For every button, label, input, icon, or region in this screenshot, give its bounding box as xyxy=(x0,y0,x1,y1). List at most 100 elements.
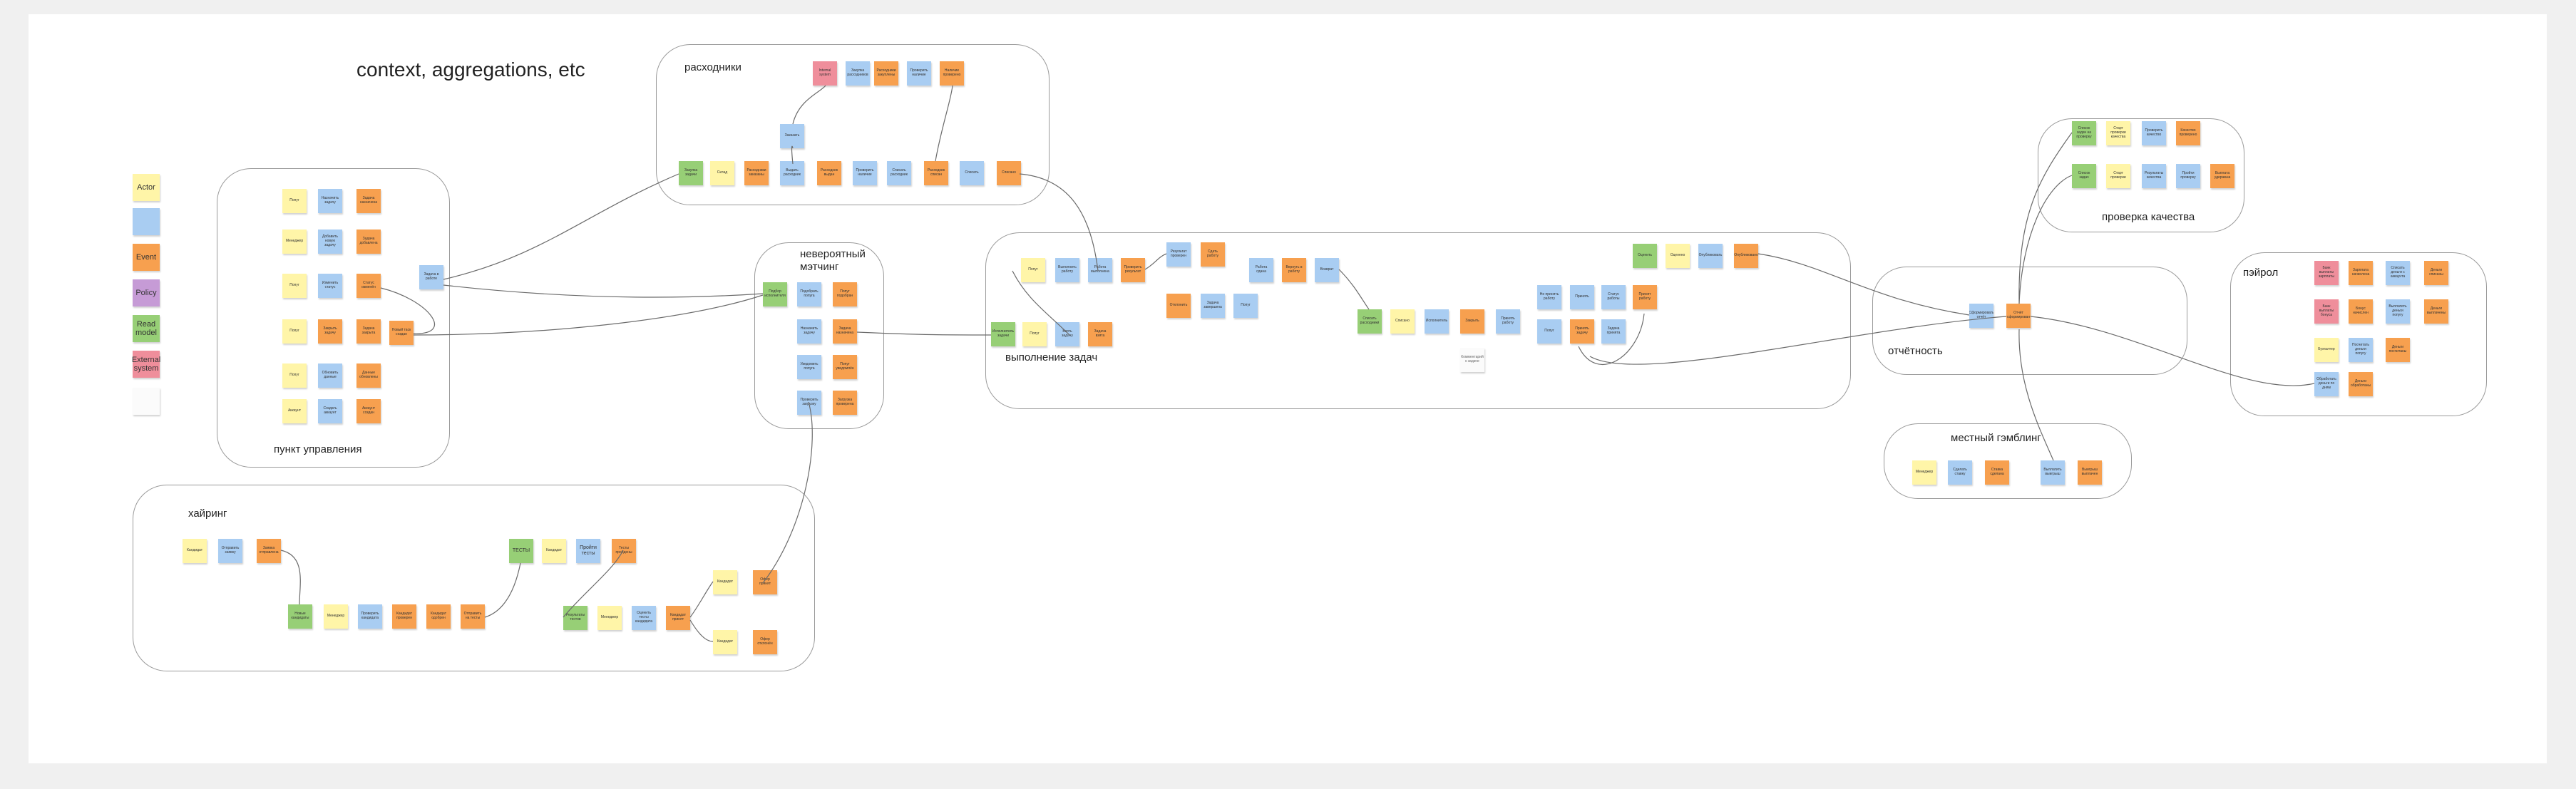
sticky-note: ТЕСТЫ xyxy=(509,539,533,563)
sticky-note: Кандидат одобрен xyxy=(426,604,451,629)
sticky-note: Задача добавлена xyxy=(356,230,381,254)
sticky-note: Результаты тестов xyxy=(563,606,587,630)
sticky-note: Назначить задачу xyxy=(797,319,821,344)
sticky-note: Банк выплаты зарплаты xyxy=(2314,261,2339,285)
legend-external-system: External system xyxy=(132,351,160,378)
sticky-note: Проверить кандидата xyxy=(358,604,382,629)
sticky-note: Работа выполнена xyxy=(1088,258,1112,282)
sticky-note: Кандидат принят xyxy=(666,606,690,630)
sticky-note: Проверить загрузку xyxy=(797,391,821,415)
zone-label-otchetnost: отчётность xyxy=(1888,345,1943,357)
sticky-note: Кандидат проверен xyxy=(392,604,416,629)
sticky-note: Проверить результат xyxy=(1121,258,1145,282)
sticky-note: Списать деньги с аккаунта xyxy=(2386,261,2410,285)
sticky-note: Деньги посчитаны xyxy=(2386,338,2410,362)
sticky-note: Списать xyxy=(960,161,984,185)
zone-label-nevero: невероятный мэтчинг xyxy=(800,248,866,273)
sticky-note: Расходник выдан xyxy=(817,161,841,185)
sticky-note: Склад xyxy=(710,161,734,185)
sticky-note: Данные обновлены xyxy=(356,363,381,388)
sticky-note: Попуг xyxy=(1022,322,1047,346)
sticky-note: Списано xyxy=(997,161,1021,185)
sticky-note: Списано xyxy=(1390,309,1415,334)
sticky-note: Взять задачу xyxy=(1055,322,1079,346)
zone-label-kachestvo: проверка качества xyxy=(2102,211,2195,223)
sticky-note: Принять задачу xyxy=(1570,319,1594,344)
sticky-note: Старт проверки качества xyxy=(2106,121,2130,145)
sticky-note: Кандидат xyxy=(183,539,207,563)
sticky-note: Задача назначена xyxy=(833,319,857,344)
sticky-note: Проверить наличие xyxy=(907,61,931,86)
legend-policy: Policy xyxy=(133,279,160,306)
sticky-note: Сдать работу xyxy=(1201,242,1225,267)
legend-comment xyxy=(133,388,160,415)
sticky-note: Старт проверки xyxy=(2106,164,2130,188)
sticky-note: Деньги обработаны xyxy=(2349,372,2373,396)
sticky-note: Бонус начислен xyxy=(2349,299,2373,324)
sticky-note: Попуг xyxy=(282,189,307,213)
sticky-note: Аккаунт создан xyxy=(356,399,381,423)
sticky-note: Задача взята xyxy=(1088,322,1112,346)
sticky-note: Создать аккаунт xyxy=(318,399,342,423)
sticky-note: Подбор исполнителя xyxy=(763,282,787,306)
sticky-note: Изменить статус xyxy=(318,274,342,298)
sticky-note: Менеджер xyxy=(324,604,348,629)
sticky-note: Загрузка проверена xyxy=(833,391,857,415)
sticky-note: Задача закрыта xyxy=(356,319,381,344)
sticky-note: Сделать ставку xyxy=(1948,460,1972,485)
sticky-note: Аккаунт xyxy=(282,399,307,423)
sticky-note: Офер отклонён xyxy=(753,630,777,654)
sticky-note: Менеджер xyxy=(1912,460,1936,485)
sticky-note: Статус изменён xyxy=(356,274,381,298)
sticky-note: Internal system xyxy=(813,61,837,86)
sticky-note: Задача принята xyxy=(1601,319,1626,344)
sticky-note: Выплата удержана xyxy=(2210,164,2234,188)
sticky-note: Исполнитель задачи xyxy=(991,322,1015,346)
legend-command xyxy=(133,208,160,235)
sticky-note: Закупка расходников xyxy=(846,61,870,86)
sticky-note: Уведомить попуга xyxy=(797,355,821,379)
sticky-note: Деньги списаны xyxy=(2424,261,2448,285)
sticky-note: Статус работы xyxy=(1601,285,1626,309)
sticky-note: Зарплата начислена xyxy=(2349,261,2373,285)
sticky-note: Выплатить деньги попугу xyxy=(2386,299,2410,324)
sticky-note: Бухгалтер xyxy=(2314,338,2339,362)
sticky-note: Списать расходники xyxy=(1358,309,1382,334)
sticky-note: Задача назначена xyxy=(356,189,381,213)
sticky-note: Закупка задачи xyxy=(679,161,703,185)
sticky-note: Выплатить выигрыш xyxy=(2041,460,2065,485)
sticky-note: Комментарий к задаче xyxy=(1460,348,1484,372)
sticky-note: Возврат xyxy=(1315,258,1339,282)
sticky-note: Посчитать деньги попугу xyxy=(2349,338,2373,362)
sticky-note: Деньги выплачены xyxy=(2424,299,2448,324)
zone-label-vypolnenie: выполнение задач xyxy=(1005,351,1098,363)
sticky-note: Попуг xyxy=(282,319,307,344)
sticky-note: Кандидат xyxy=(713,630,737,654)
sticky-note: Менеджер xyxy=(282,230,307,254)
sticky-note: Расходники закуплены xyxy=(874,61,898,86)
zone-gambling xyxy=(1884,423,2132,499)
legend-actor: Actor xyxy=(133,174,160,201)
sticky-note: Вернуть в работу xyxy=(1282,258,1306,282)
sticky-note: Результаты качества xyxy=(2142,164,2166,188)
sticky-note: Наличие проверено xyxy=(940,61,964,86)
zone-hayring xyxy=(133,485,815,671)
sticky-note: Ставка сделана xyxy=(1985,460,2009,485)
sticky-note: Оценить тесты кандидата xyxy=(632,606,656,630)
sticky-note: Список задач на проверку xyxy=(2072,121,2096,145)
sticky-note: Списать расходник xyxy=(887,161,911,185)
zone-label-gambling: местный гэмблинг xyxy=(1951,432,2041,444)
sticky-note: Кандидат xyxy=(713,570,737,594)
sticky-note: Исполнитель xyxy=(1425,309,1449,334)
sticky-note: Расходник списан xyxy=(924,161,948,185)
sticky-note: Оценено xyxy=(1666,244,1690,268)
sticky-note: Оценить xyxy=(1633,244,1657,268)
board-title: context, aggregations, etc xyxy=(356,58,585,81)
sticky-note: Попуг xyxy=(282,274,307,298)
sticky-note: Выполнить работу xyxy=(1055,258,1079,282)
legend-event: Event xyxy=(133,244,160,271)
zone-label-hayring: хайринг xyxy=(188,507,227,520)
sticky-note: Принят работу xyxy=(1633,285,1657,309)
sticky-note: Подобрать попуга xyxy=(797,282,821,306)
legend-read-model: Read model xyxy=(133,315,160,342)
